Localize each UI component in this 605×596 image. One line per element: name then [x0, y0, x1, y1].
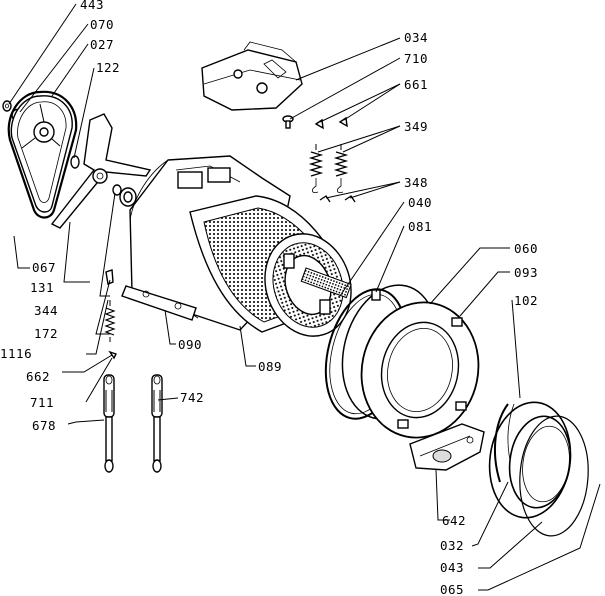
label-043: 043 — [440, 560, 464, 575]
gasket-clamp-part — [494, 403, 509, 483]
label-090: 090 — [178, 337, 202, 352]
label-678: 678 — [32, 418, 56, 433]
suspension-spring-left-part — [308, 144, 324, 193]
tub-front-part — [360, 301, 480, 439]
label-093: 093 — [514, 265, 538, 280]
label-027: 027 — [90, 37, 114, 52]
bolt-part — [282, 115, 294, 129]
label-060: 060 — [514, 241, 538, 256]
label-032: 032 — [440, 538, 464, 553]
small-pin-part — [108, 350, 117, 360]
drive-belt-part — [7, 90, 78, 219]
label-034: 034 — [404, 30, 428, 45]
label-1116: 1116 — [0, 346, 32, 361]
label-642: 642 — [442, 513, 466, 528]
label-443: 443 — [80, 0, 104, 12]
label-040: 040 — [408, 195, 432, 210]
spring-clip-part — [319, 195, 356, 203]
drum-part — [189, 195, 352, 337]
label-349: 349 — [404, 119, 428, 134]
label-067: 067 — [32, 260, 56, 275]
label-102: 102 — [514, 293, 538, 308]
tub-foot-bracket-part — [121, 285, 197, 321]
label-344: 344 — [34, 303, 58, 318]
front-panel-ring-part — [519, 415, 589, 537]
clip-part — [105, 269, 114, 285]
label-081: 081 — [408, 219, 432, 234]
bearing-part — [70, 155, 80, 169]
label-089: 089 — [258, 359, 282, 374]
label-742: 742 — [180, 390, 204, 405]
door-gasket-part — [488, 401, 572, 519]
label-070: 070 — [90, 17, 114, 32]
door-lock-part — [409, 423, 485, 471]
shaft-seal-part — [119, 187, 137, 207]
label-661: 661 — [404, 77, 428, 92]
label-065: 065 — [440, 582, 464, 596]
damper-left-part — [103, 374, 115, 473]
spring-hook-part — [314, 116, 348, 130]
motor-bracket-part — [50, 113, 152, 229]
label-131: 131 — [30, 280, 54, 295]
label-711: 711 — [30, 395, 54, 410]
drive-pulley-part — [10, 95, 73, 213]
label-348: 348 — [404, 175, 428, 190]
label-122: 122 — [96, 60, 120, 75]
label-662: 662 — [26, 369, 50, 384]
part-labels: 443 070 027 122 067 131 344 172 1116 662… — [0, 0, 538, 596]
shock-spring-part — [104, 300, 116, 342]
label-172: 172 — [34, 326, 58, 341]
damper-right-part — [151, 374, 163, 473]
label-710: 710 — [404, 51, 428, 66]
seal-ring-part — [112, 184, 122, 196]
leader-lines — [8, 3, 601, 591]
counterweight-part — [201, 41, 303, 111]
